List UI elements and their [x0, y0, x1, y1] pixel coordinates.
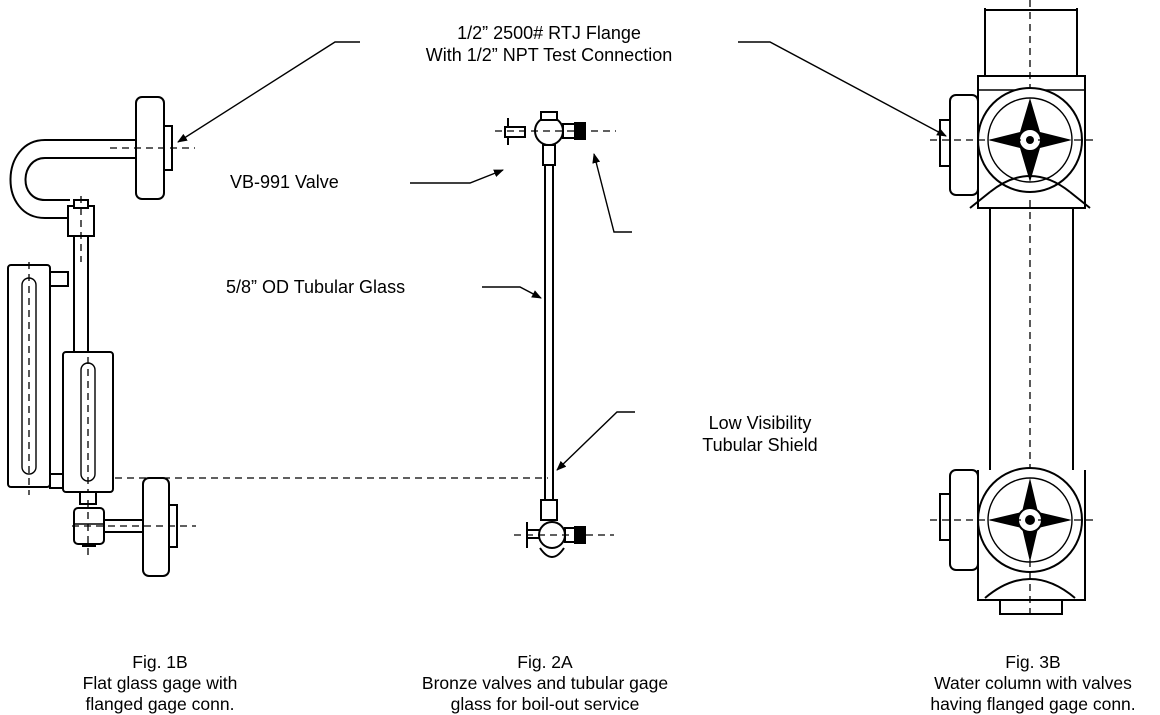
fig-3b-caption-line1: Water column with valves — [934, 673, 1132, 693]
fig-3b-number: Fig. 3B — [1005, 652, 1061, 672]
fig-1b-caption-line2: flanged gage conn. — [85, 694, 235, 714]
fig-2a-drawing — [495, 111, 616, 558]
leader-lines — [177, 41, 947, 471]
valve-callout-label: VB-991 Valve — [230, 172, 339, 192]
fig-1b-caption: Fig. 1B Flat glass gage with flanged gag… — [40, 652, 280, 715]
shield-callout-line2: Tubular Shield — [702, 435, 818, 455]
fig-3b-drawing — [930, 0, 1095, 620]
fig-1b-drawing — [7, 96, 196, 577]
shield-callout-line1: Low Visibility — [708, 413, 812, 433]
fig-2a-caption-line1: Bronze valves and tubular gage — [421, 673, 669, 693]
tubular-glass-callout-label: 5/8” OD Tubular Glass — [226, 277, 406, 297]
shield-callout-label: Low Visibility Tubular Shield — [690, 412, 830, 456]
fig-3b-caption: Fig. 3B Water column with valves having … — [908, 652, 1158, 715]
flange-callout-line1: 1/2” 2500# RTJ Flange — [457, 23, 641, 43]
fig-2a-number: Fig. 2A — [517, 652, 573, 672]
fig-1b-caption-line1: Flat glass gage with — [82, 673, 238, 693]
fig-3b-caption-line2: having flanged gage conn. — [930, 694, 1136, 714]
fig-1b-number: Fig. 1B — [132, 652, 188, 672]
flange-callout-label: 1/2” 2500# RTJ Flange With 1/2” NPT Test… — [358, 22, 740, 66]
fig-2a-caption: Fig. 2A Bronze valves and tubular gage g… — [390, 652, 700, 715]
flange-callout-line2: With 1/2” NPT Test Connection — [425, 45, 673, 65]
fig-2a-caption-line2: glass for boil-out service — [450, 694, 640, 714]
